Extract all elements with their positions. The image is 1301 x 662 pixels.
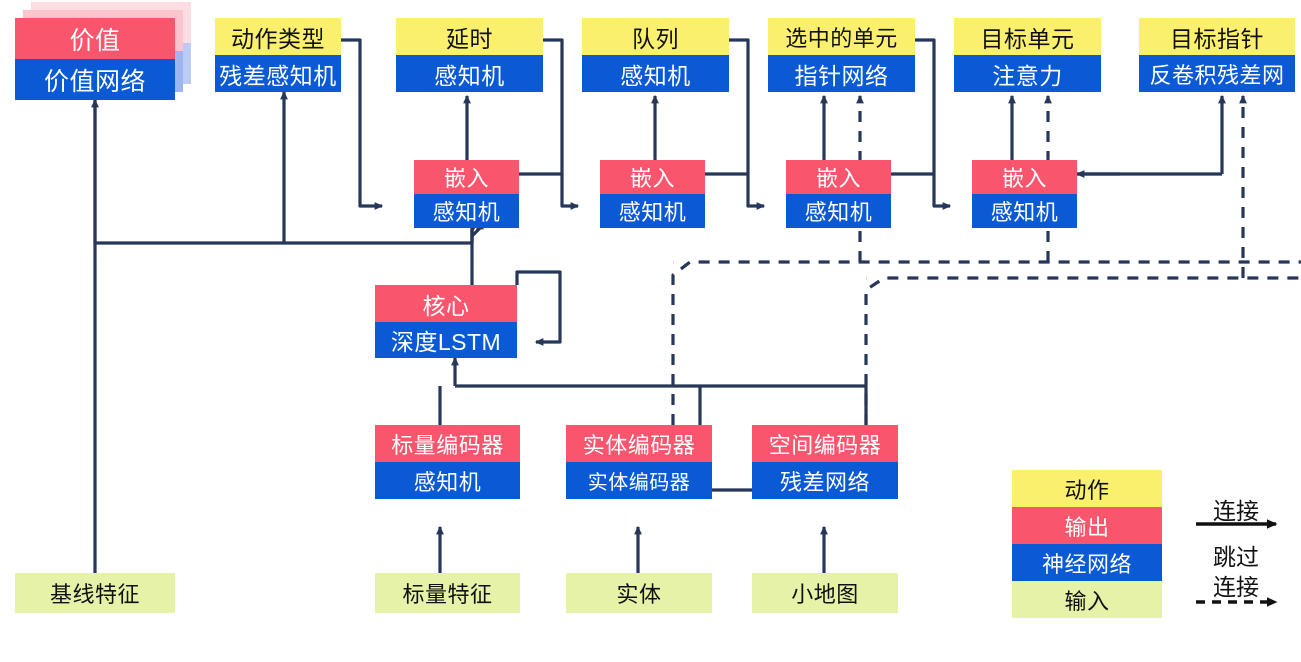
- node-queue[interactable]: 队列 感知机: [582, 18, 729, 92]
- node-scalar-encoder[interactable]: 标量编码器 感知机: [375, 425, 520, 499]
- embed-4-output-label: 嵌入: [972, 160, 1077, 194]
- legend-swatch-stack: 动作 输出 神经网络 输入: [1012, 470, 1162, 618]
- value-output-label: 价值: [15, 18, 175, 59]
- target-unit-action-label: 目标单元: [954, 18, 1101, 55]
- embed-2-output-label: 嵌入: [600, 160, 705, 194]
- core-network-label: 深度LSTM: [375, 322, 517, 358]
- embed-1-output-label: 嵌入: [414, 160, 519, 194]
- node-minimap[interactable]: 小地图: [752, 573, 898, 613]
- legend-action-label: 动作: [1012, 470, 1162, 507]
- spatial-encoder-output-label: 空间编码器: [752, 425, 898, 462]
- node-embed-3[interactable]: 嵌入 感知机: [786, 160, 891, 228]
- legend-skip-text-line1: 跳过: [1213, 544, 1259, 570]
- selected-units-network-label: 指针网络: [768, 55, 915, 92]
- node-action-type[interactable]: 动作类型 残差感知机: [215, 18, 341, 92]
- node-target-point[interactable]: 目标指针 反卷积残差网: [1139, 18, 1295, 92]
- entity-encoder-network-label: 实体编码器: [566, 462, 712, 499]
- scalar-encoder-output-label: 标量编码器: [375, 425, 520, 462]
- node-core[interactable]: 核心 深度LSTM: [375, 285, 517, 358]
- wire-core-selfloop: [515, 270, 562, 346]
- target-point-action-label: 目标指针: [1139, 18, 1295, 55]
- legend-input-label: 输入: [1012, 581, 1162, 618]
- legend-skip-text-line2: 连接: [1213, 574, 1259, 600]
- node-embed-1[interactable]: 嵌入 感知机: [414, 160, 519, 228]
- node-target-unit[interactable]: 目标单元 注意力: [954, 18, 1101, 92]
- wire-selectedunits-to-embed4: [915, 38, 952, 210]
- queue-action-label: 队列: [582, 18, 729, 55]
- node-baseline-features[interactable]: 基线特征: [15, 573, 175, 613]
- legend-output-label: 输出: [1012, 507, 1162, 544]
- target-point-network-label: 反卷积残差网: [1139, 55, 1295, 92]
- skip-spatial-trunk: [864, 276, 1301, 425]
- legend-connection-text: 连接: [1213, 498, 1259, 524]
- node-scalar-features[interactable]: 标量特征: [375, 573, 520, 613]
- scalar-encoder-network-label: 感知机: [375, 462, 520, 499]
- node-selected-units[interactable]: 选中的单元 指针网络: [768, 18, 915, 92]
- node-spatial-encoder[interactable]: 空间编码器 残差网络: [752, 425, 898, 499]
- node-value[interactable]: 价值 价值网络: [15, 2, 191, 100]
- entity-encoder-output-label: 实体编码器: [566, 425, 712, 462]
- delay-action-label: 延时: [396, 18, 543, 55]
- embed-3-output-label: 嵌入: [786, 160, 891, 194]
- queue-network-label: 感知机: [582, 55, 729, 92]
- embed-3-network-label: 感知机: [786, 194, 891, 228]
- wire-actiontype-to-embed1: [341, 38, 384, 210]
- wire-queue-to-embed3: [729, 38, 766, 210]
- core-output-label: 核心: [375, 285, 517, 322]
- embed-4-network-label: 感知机: [972, 194, 1077, 228]
- skip-entity-right-turn: [683, 262, 1290, 278]
- node-delay[interactable]: 延时 感知机: [396, 18, 543, 92]
- embed-2-network-label: 感知机: [600, 194, 705, 228]
- skip-entity-trunk: [671, 260, 1301, 425]
- node-embed-4[interactable]: 嵌入 感知机: [972, 160, 1077, 228]
- target-unit-network-label: 注意力: [954, 55, 1101, 92]
- embed-1-network-label: 感知机: [414, 194, 519, 228]
- action-type-action-label: 动作类型: [215, 18, 341, 55]
- value-network-label: 价值网络: [15, 59, 175, 100]
- node-entity-encoder[interactable]: 实体编码器 实体编码器: [566, 425, 712, 499]
- action-type-network-label: 残差感知机: [215, 55, 341, 92]
- delay-network-label: 感知机: [396, 55, 543, 92]
- node-embed-2[interactable]: 嵌入 感知机: [600, 160, 705, 228]
- wire-spatialenc-up: [700, 384, 868, 425]
- spatial-encoder-network-label: 残差网络: [752, 462, 898, 499]
- selected-units-action-label: 选中的单元: [768, 18, 915, 55]
- wire-delay-to-embed2: [543, 38, 580, 210]
- node-entities[interactable]: 实体: [566, 573, 712, 613]
- legend-network-label: 神经网络: [1012, 544, 1162, 581]
